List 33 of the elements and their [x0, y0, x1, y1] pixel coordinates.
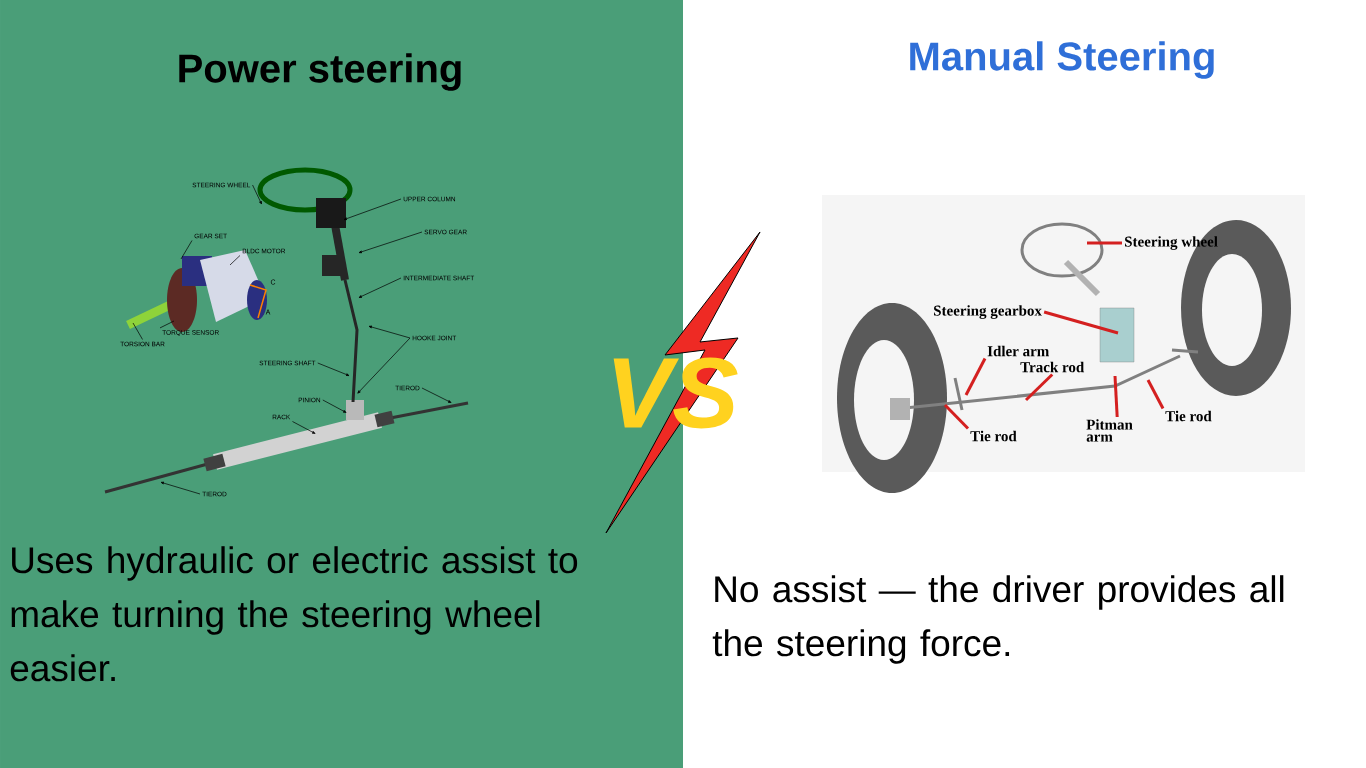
leader-line [943, 403, 970, 430]
leader-line [317, 362, 350, 376]
leader-line [1087, 241, 1122, 245]
leader-line [1113, 375, 1119, 418]
title: Power steering [179, 53, 461, 91]
leader-line [358, 277, 402, 298]
part-label: Idler arm [987, 345, 1049, 357]
part-label: Steering wheel [1125, 236, 1218, 250]
part-label: Track rod [1020, 361, 1085, 373]
leader-line [132, 322, 143, 340]
leader-line [229, 255, 241, 266]
leader-line [1043, 310, 1119, 335]
leader-line [964, 357, 987, 396]
title: Manual Steering [910, 41, 1214, 79]
part-label: Tie rod [1165, 410, 1212, 422]
leader-line [357, 337, 411, 394]
leader-line [160, 481, 201, 495]
leader-line [368, 325, 411, 339]
leader-line [1024, 373, 1054, 402]
leader-line [343, 198, 402, 220]
description: Uses hydraulic or electric assist to make turning the steering wheel easier. [10, 546, 578, 682]
part-label: Tie rod [970, 430, 1017, 442]
leader-line [358, 231, 423, 254]
leader-line [421, 387, 452, 403]
leader-line [159, 320, 175, 329]
leader-line [180, 240, 193, 260]
part-label: Steering gearbox [934, 305, 1042, 319]
leader-line [292, 421, 316, 434]
description: No assist — the driver provides all the steering force. [712, 575, 1284, 664]
leader-line [322, 399, 347, 413]
part-label: Pitman arm [1086, 419, 1133, 442]
leader-line [252, 184, 262, 205]
leader-line [1146, 379, 1165, 410]
